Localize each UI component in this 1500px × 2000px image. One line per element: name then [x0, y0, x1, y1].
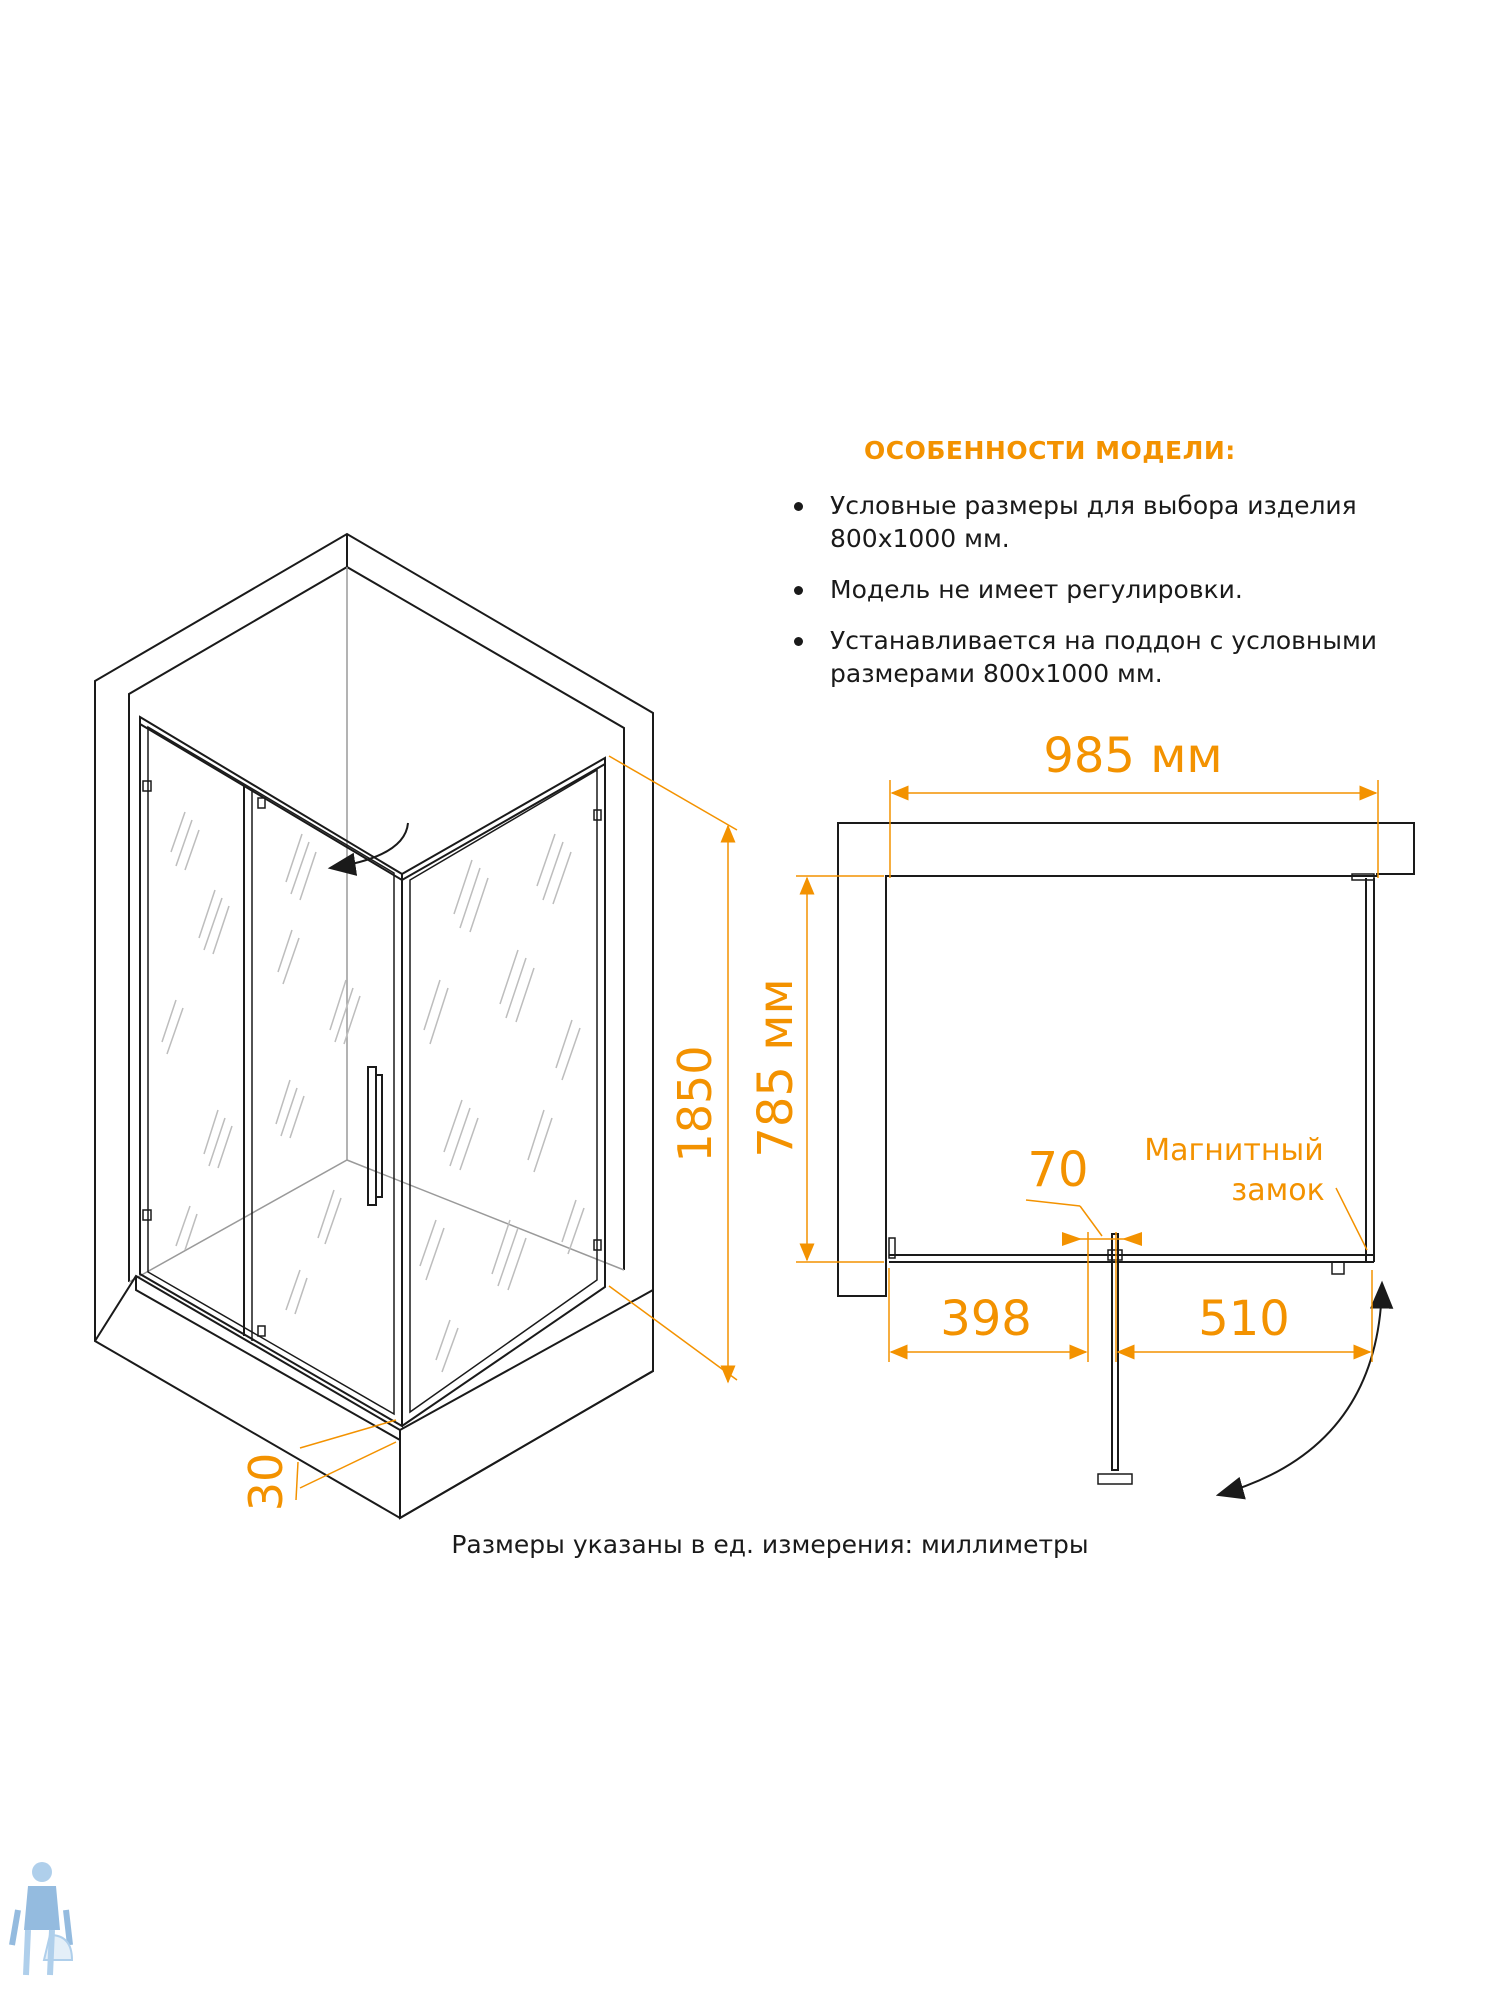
door-leaf — [1111, 1233, 1119, 1471]
front-profile — [889, 1254, 1374, 1263]
gap-arrowheads — [1062, 1232, 1142, 1246]
magnetic-lock-leader — [1335, 1187, 1368, 1251]
plumber-logo-icon — [9, 1862, 74, 1976]
isometric-view — [94, 532, 654, 1520]
hinge — [257, 1325, 266, 1337]
gap-dim-label: 70 — [1027, 1142, 1088, 1198]
front-panel-frame — [139, 715, 403, 1428]
hinge — [142, 1209, 152, 1221]
plan-wall — [837, 822, 1415, 1297]
feature-item: Модель не имеет регулировки. — [790, 573, 1410, 606]
hinge — [257, 797, 266, 809]
units-note: Размеры указаны в ед. измерения: миллиме… — [451, 1530, 1089, 1559]
top-rail — [139, 717, 606, 882]
width-dim-label: 985 мм — [1043, 728, 1222, 784]
height-dim-label: 1850 — [668, 1045, 722, 1162]
features-title: ОСОБЕННОСТИ МОДЕЛИ: — [864, 436, 1236, 465]
feature-item: Устанавливается на поддон с условными ра… — [790, 624, 1410, 690]
tray-dim-label: 30 — [239, 1453, 293, 1512]
magnetic-lock-label: замок — [1231, 1173, 1324, 1208]
right-segment-dim-label: 510 — [1198, 1291, 1290, 1347]
floor-lines — [128, 1159, 625, 1283]
features-block: ОСОБЕННОСТИ МОДЕЛИ: Условные размеры для… — [790, 436, 1410, 708]
feature-item: Условные размеры для выбора изделия 800х… — [790, 489, 1410, 555]
tray-dim-line — [295, 1461, 299, 1501]
hinge — [593, 809, 602, 821]
shower-tray — [94, 1274, 654, 1520]
depth-dim-label: 785 мм — [748, 978, 804, 1157]
features-list: Условные размеры для выбора изделия 800х… — [790, 489, 1410, 690]
left-segment-dim-label: 398 — [940, 1291, 1032, 1347]
door-swing-arc — [1215, 1280, 1394, 1500]
iso-dimensions — [295, 755, 738, 1501]
magnetic-lock-label: Магнитный — [1144, 1133, 1323, 1168]
wall-inner-corner — [94, 534, 625, 1282]
side-profile — [1365, 878, 1375, 1262]
glass-hatching — [161, 811, 585, 1373]
door-handle — [367, 1066, 383, 1206]
plan-view — [837, 822, 1415, 1500]
plan-dimensions — [796, 780, 1379, 1362]
side-panel-frame — [401, 756, 606, 1427]
door-swing-arrow — [327, 822, 409, 876]
hinge — [142, 780, 152, 792]
hinge — [593, 1239, 602, 1251]
